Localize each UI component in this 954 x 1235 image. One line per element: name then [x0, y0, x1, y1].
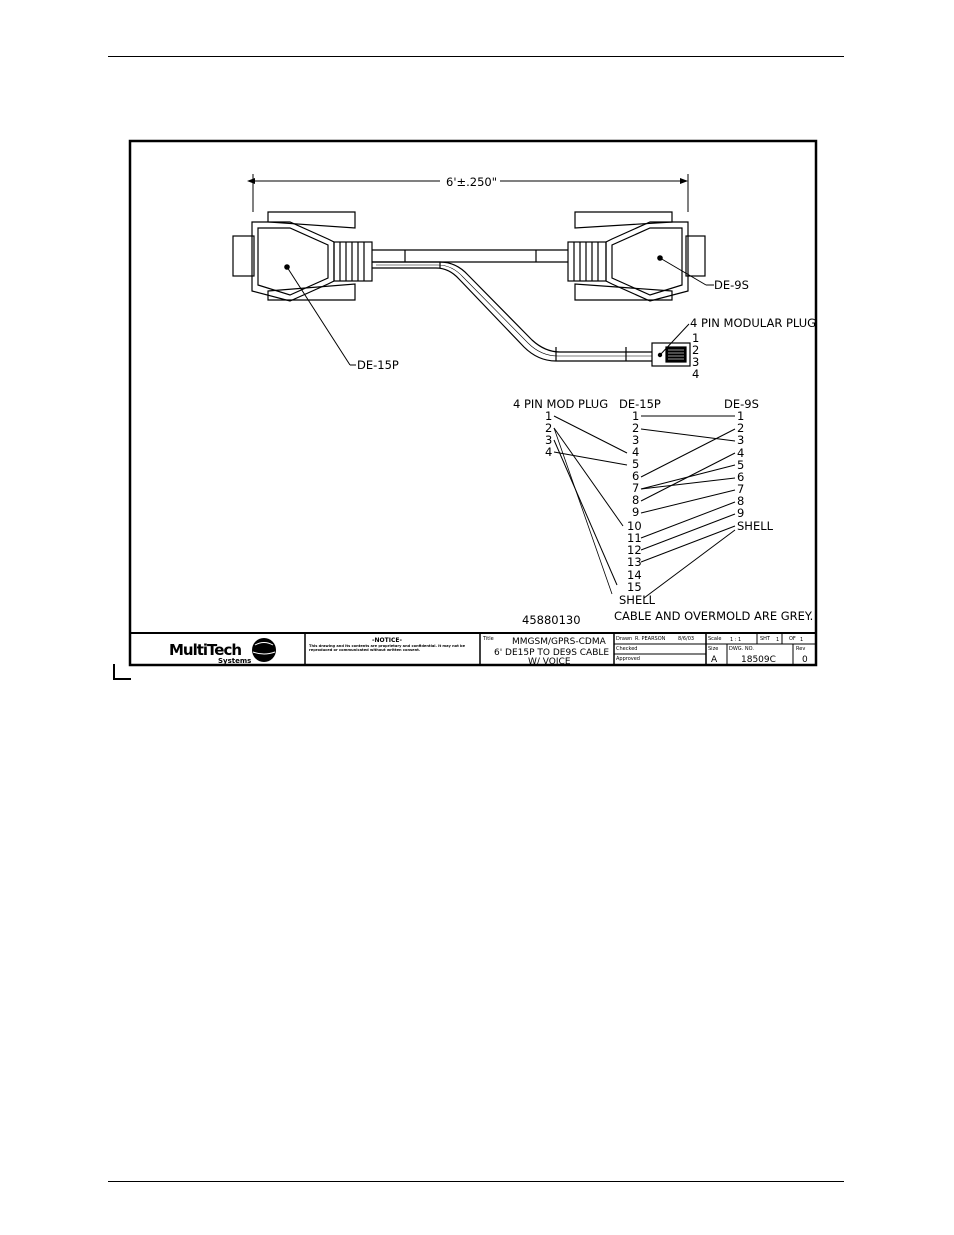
mod-pin-2: 2 — [545, 421, 552, 435]
scale-label: Scale — [708, 636, 721, 642]
mod-pin-4: 4 — [545, 445, 552, 459]
cable-note: CABLE AND OVERMOLD ARE GREY. — [614, 609, 813, 623]
de9-pin-1: 1 — [737, 409, 744, 423]
of-label: OF — [789, 636, 796, 642]
main-cable — [372, 249, 568, 263]
de9-pin-5: 5 — [737, 458, 744, 472]
logo-globe — [252, 638, 276, 662]
de9-pin-shell: SHELL — [737, 519, 774, 533]
dimension-label: 6'±.250" — [446, 175, 497, 189]
de15-pin-1: 1 — [632, 409, 639, 423]
rev-label: Rev — [796, 646, 805, 652]
de9-pin-2: 2 — [737, 421, 744, 435]
notice-text-box: This drawing and its contents are propri… — [309, 644, 466, 653]
de15-pin-12: 12 — [627, 543, 642, 557]
mod-pin-1: 1 — [545, 409, 552, 423]
de9-pin-6: 6 — [737, 470, 744, 484]
de9-pin-4: 4 — [737, 446, 744, 460]
scale-value: 1 : 1 — [730, 637, 741, 643]
dwg-value: 18509C — [741, 655, 776, 665]
de9-pin-7: 7 — [737, 482, 744, 496]
de15-pin-15: 15 — [627, 580, 642, 594]
de15-pin-7: 7 — [632, 481, 639, 495]
drawing-frame — [128, 139, 818, 667]
de9s-connector — [567, 211, 706, 302]
logo-line1: MultiTech — [169, 641, 241, 659]
modular-pin-2: 2 — [692, 343, 699, 357]
approved-label: Approved — [616, 656, 640, 662]
modular-pin-3: 3 — [692, 355, 699, 369]
de15-pin-5: 5 — [632, 457, 639, 471]
size-label: Size — [708, 646, 718, 652]
de15-pin-10: 10 — [627, 519, 642, 533]
drawn-date: 8/6/03 — [678, 636, 694, 642]
checked-label: Checked — [616, 646, 637, 652]
sheet-label: SHT — [760, 636, 771, 642]
de15p-leader — [286, 266, 351, 366]
part-number: 45880130 — [522, 613, 581, 627]
title-block — [130, 632, 816, 665]
de15-pin-11: 11 — [627, 531, 642, 545]
logo-line2: Systems — [218, 657, 251, 665]
de9s-leader — [659, 257, 707, 286]
logo-globe-lines — [252, 642, 276, 655]
company-logo: MultiTech Systems — [169, 638, 276, 665]
wiring-lines — [553, 415, 736, 599]
rev-value: 0 — [802, 655, 808, 665]
de15-pin-2: 2 — [632, 421, 639, 435]
cable-drawing: 6'±.250" — [113, 139, 818, 680]
voice-branch-cable — [372, 261, 652, 362]
size-value: A — [711, 655, 718, 665]
length-dimension: 6'±.250" — [247, 174, 689, 212]
de9-pin-8: 8 — [737, 494, 744, 508]
wiring-header-de9s: DE-9S — [724, 397, 759, 411]
de9-pin-3: 3 — [737, 433, 744, 447]
de15-pin-3: 3 — [632, 433, 639, 447]
de15-pin-4: 4 — [632, 445, 639, 459]
modular-pin-1: 1 — [692, 331, 699, 345]
wiring-table: 4 PIN MOD PLUG DE-15P DE-9S 1 2 3 4 1 2 … — [513, 397, 774, 607]
de15-pin-8: 8 — [632, 493, 639, 507]
de15p-connector — [232, 211, 373, 302]
de15-pin-shell: SHELL — [619, 593, 656, 607]
modular-plug — [651, 342, 691, 367]
footer-rule — [108, 1181, 844, 1182]
de15-pin-6: 6 — [632, 469, 639, 483]
sheet-value: 1 — [776, 637, 779, 643]
de15-pin-13: 13 — [627, 555, 642, 569]
notice-text: This drawing and its contents are propri… — [309, 644, 466, 653]
de15-pin-9: 9 — [632, 505, 639, 519]
corner-mark — [113, 664, 131, 680]
modular-pin-4: 4 — [692, 367, 699, 381]
dwg-label: DWG. NO. — [729, 646, 754, 652]
de15-pin-14: 14 — [627, 568, 642, 582]
modular-leader — [659, 323, 690, 356]
modular-label: 4 PIN MODULAR PLUG — [690, 316, 816, 330]
drawn-label: Drawn — [616, 636, 632, 642]
wiring-header-mod-plug: 4 PIN MOD PLUG — [513, 397, 608, 411]
title-line1: MMGSM/GPRS-CDMA — [512, 637, 607, 647]
title-line2: 6' DE15P TO DE9S CABLE — [494, 648, 609, 658]
de9s-label: DE-9S — [714, 278, 749, 292]
title-label: Title — [482, 636, 494, 642]
de9-pin-9: 9 — [737, 506, 744, 520]
drawn-by: R. PEARSON — [635, 636, 666, 642]
of-value: 1 — [800, 637, 803, 643]
notice-heading: -NOTICE- — [372, 637, 402, 644]
header-rule — [108, 56, 844, 57]
de15p-label: DE-15P — [357, 358, 399, 372]
mod-pin-3: 3 — [545, 433, 552, 447]
wiring-header-de15p: DE-15P — [619, 397, 661, 411]
title-line3: W/ VOICE — [528, 657, 571, 667]
